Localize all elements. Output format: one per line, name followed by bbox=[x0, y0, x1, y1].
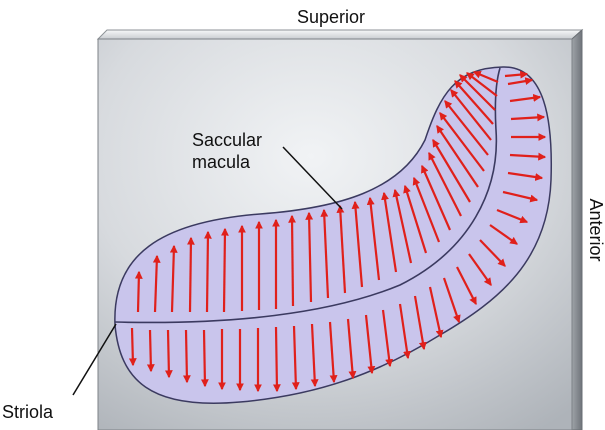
striola-label: Striola bbox=[2, 402, 54, 422]
polarity-arrow bbox=[132, 328, 133, 365]
saccular-label-line1: Saccular bbox=[192, 130, 262, 150]
polarity-arrow bbox=[150, 330, 151, 371]
polarity-arrow bbox=[276, 327, 277, 391]
polarity-arrow bbox=[292, 216, 293, 306]
polarity-arrow bbox=[190, 238, 191, 312]
polarity-arrow bbox=[204, 330, 205, 386]
saccular-label-line2: macula bbox=[192, 152, 251, 172]
polarity-arrow bbox=[186, 330, 187, 382]
polarity-arrow bbox=[207, 232, 208, 312]
superior-label: Superior bbox=[297, 7, 365, 27]
polarity-arrow bbox=[168, 330, 169, 377]
polarity-arrow bbox=[224, 229, 225, 312]
polarity-arrow bbox=[138, 272, 139, 312]
plate-top-edge bbox=[98, 30, 582, 39]
anterior-label: Anterior bbox=[586, 198, 605, 261]
plate-side-edge bbox=[572, 30, 582, 430]
